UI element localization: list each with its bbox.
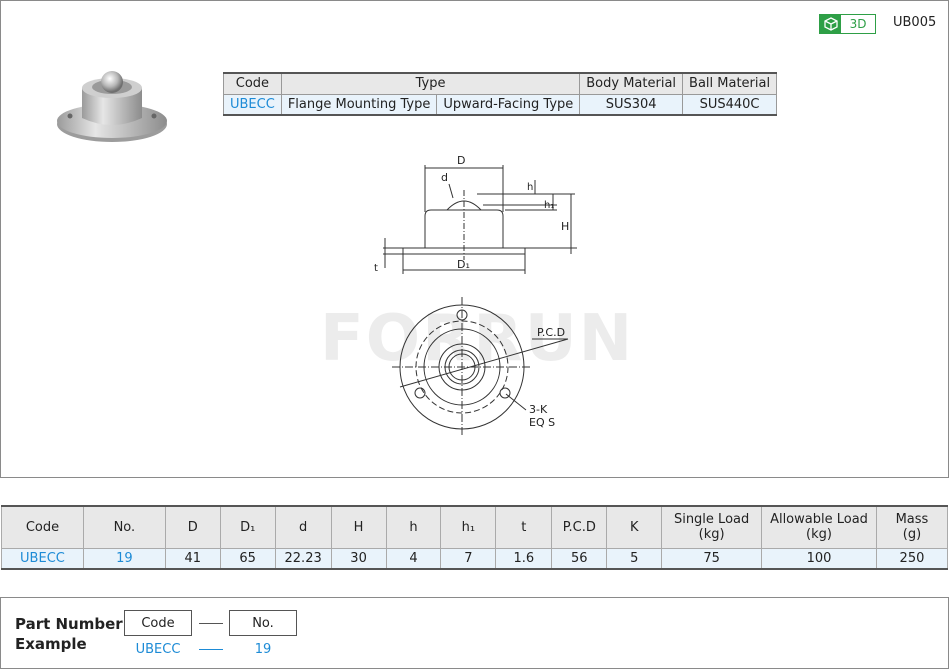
spec-no-link[interactable]: 19	[82, 547, 166, 570]
spec-cell-h: 4	[385, 547, 442, 570]
spec-header-D: D	[164, 505, 221, 549]
cube-icon	[820, 15, 841, 33]
spec-header-single-load: Single Load(kg)	[661, 505, 763, 549]
pn-value-separator	[199, 649, 223, 650]
part-number-panel: Part Number Example Code No. UBECC 19	[0, 597, 949, 669]
pn-code-value: UBECC	[135, 642, 181, 657]
spec-cell-h1: 7	[440, 547, 497, 570]
product-photo	[57, 71, 167, 142]
type-table-ball-material: SUS440C	[682, 93, 778, 116]
spec-header-pcd: P.C.D	[551, 505, 608, 549]
spec-header-t: t	[495, 505, 553, 549]
pn-no-value: 19	[254, 642, 272, 657]
spec-header-D1: D₁	[219, 505, 276, 549]
type-table-header-body-material: Body Material	[579, 72, 684, 95]
top-view-drawing: P.C.D 3-K EQ S	[392, 297, 569, 437]
spec-table: Code No. D D₁ d H h h₁ t P.C.D K Single …	[1, 505, 949, 570]
dim-k: 3-K	[529, 403, 548, 416]
spec-header-h1: h₁	[440, 505, 497, 549]
spec-header-H: H	[330, 505, 387, 549]
side-view-drawing: D d h h₁ H t D₁	[374, 154, 577, 274]
spec-code-link[interactable]: UBECC	[1, 547, 84, 570]
type-table-type-1: Flange Mounting Type	[280, 93, 438, 116]
dim-D: D	[457, 154, 465, 167]
watermark-logo: FORRUN	[320, 302, 635, 376]
spec-cell-allowable-load: 100	[761, 547, 877, 570]
spec-header-no: No.	[82, 505, 166, 549]
pn-no-box: No.	[229, 610, 297, 636]
spec-cell-single-load: 75	[661, 547, 763, 570]
series-code: UB005	[893, 15, 937, 30]
pn-code-box: Code	[124, 610, 192, 636]
dim-H: H	[561, 220, 569, 233]
spec-cell-H: 30	[330, 547, 387, 570]
dim-pcd: P.C.D	[537, 326, 565, 339]
spec-cell-mass: 250	[875, 547, 949, 570]
dim-eqs: EQ S	[529, 416, 555, 429]
dim-d: d	[441, 171, 448, 184]
table-row: UBECC 19 41 65 22.23 30 4 7 1.6 56 5 75 …	[1, 547, 949, 570]
spec-cell-D: 41	[164, 547, 221, 570]
type-table-header-code: Code	[223, 72, 282, 95]
spec-cell-pcd: 56	[551, 547, 608, 570]
spec-header-code: Code	[1, 505, 84, 549]
type-table-body-material: SUS304	[579, 93, 684, 116]
3d-label: 3D	[849, 17, 867, 31]
type-table-type-2: Upward-Facing Type	[436, 93, 581, 116]
spec-cell-K: 5	[606, 547, 663, 570]
spec-header-allowable-load: Allowable Load(kg)	[761, 505, 877, 549]
spec-header-K: K	[606, 505, 663, 549]
product-panel	[0, 0, 949, 478]
spec-header-mass: Mass(g)	[875, 505, 949, 549]
part-number-title: Part Number Example	[15, 615, 123, 653]
spec-cell-t: 1.6	[495, 547, 553, 570]
spec-header-d: d	[274, 505, 332, 549]
dim-D1: D₁	[457, 258, 470, 271]
spec-cell-d: 22.23	[274, 547, 332, 570]
spec-header-h: h	[385, 505, 442, 549]
dim-h1: h₁	[544, 200, 554, 211]
type-table: Code Type Body Material Ball Material UB…	[223, 72, 778, 116]
pn-separator	[199, 623, 223, 624]
type-table-header-type: Type	[280, 72, 581, 95]
type-table-header-ball-material: Ball Material	[682, 72, 778, 95]
dim-t: t	[374, 263, 378, 274]
3d-model-button[interactable]: 3D	[819, 14, 876, 34]
dim-h: h	[527, 182, 533, 193]
spec-cell-D1: 65	[219, 547, 276, 570]
type-table-code-link[interactable]: UBECC	[223, 93, 282, 116]
